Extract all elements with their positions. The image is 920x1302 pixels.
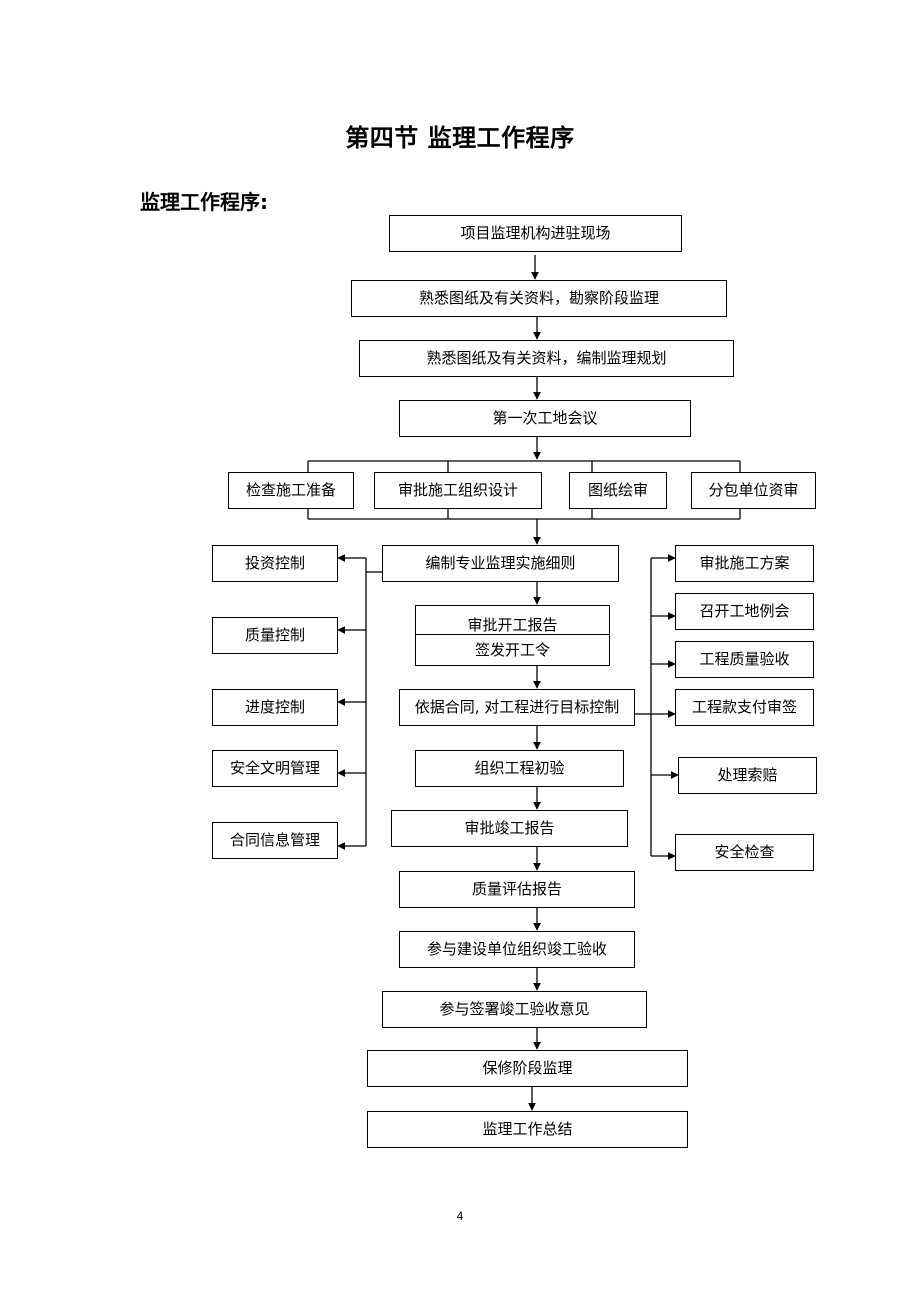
step-approve-organization-design: 审批施工组织设计	[374, 472, 542, 509]
page-number: 4	[456, 1209, 464, 1223]
step-work-summary: 监理工作总结	[367, 1111, 688, 1148]
step-implementation-rules: 编制专业监理实施细则	[382, 545, 619, 582]
task-approve-plan: 审批施工方案	[675, 545, 814, 582]
step-first-site-meeting: 第一次工地会议	[399, 400, 691, 437]
step-issue-start-order: 签发开工令	[415, 634, 610, 666]
step-completion-acceptance: 参与建设单位组织竣工验收	[399, 931, 635, 968]
step-subcontractor-review: 分包单位资审	[691, 472, 816, 509]
step-enter-site: 项目监理机构进驻现场	[389, 215, 682, 252]
task-quality-acceptance: 工程质量验收	[675, 641, 814, 678]
step-check-preparation: 检查施工准备	[228, 472, 354, 509]
task-claims: 处理索赔	[678, 757, 817, 794]
step-warranty-supervision: 保修阶段监理	[367, 1050, 688, 1087]
control-safety: 安全文明管理	[212, 750, 338, 787]
step-preliminary-acceptance: 组织工程初验	[415, 750, 624, 787]
step-survey-stage: 熟悉图纸及有关资料，勘察阶段监理	[351, 280, 727, 317]
step-approve-completion-report: 审批竣工报告	[391, 810, 628, 847]
task-site-meeting: 召开工地例会	[675, 593, 814, 630]
task-payment-review: 工程款支付审签	[675, 689, 814, 726]
step-quality-assessment: 质量评估报告	[399, 871, 635, 908]
control-quality: 质量控制	[212, 617, 338, 654]
control-schedule: 进度控制	[212, 689, 338, 726]
step-approve-start-report: 审批开工报告	[415, 605, 610, 635]
section-label: 监理工作程序:	[140, 190, 268, 214]
task-safety-inspection: 安全检查	[675, 834, 814, 871]
step-supervision-plan: 熟悉图纸及有关资料，编制监理规划	[359, 340, 734, 377]
control-contract-info: 合同信息管理	[212, 822, 338, 859]
step-sign-acceptance-opinion: 参与签署竣工验收意见	[382, 991, 647, 1028]
page-title: 第四节 监理工作程序	[345, 124, 575, 152]
step-drawing-review: 图纸绘审	[569, 472, 667, 509]
control-investment: 投资控制	[212, 545, 338, 582]
step-target-control: 依据合同, 对工程进行目标控制	[399, 689, 635, 726]
